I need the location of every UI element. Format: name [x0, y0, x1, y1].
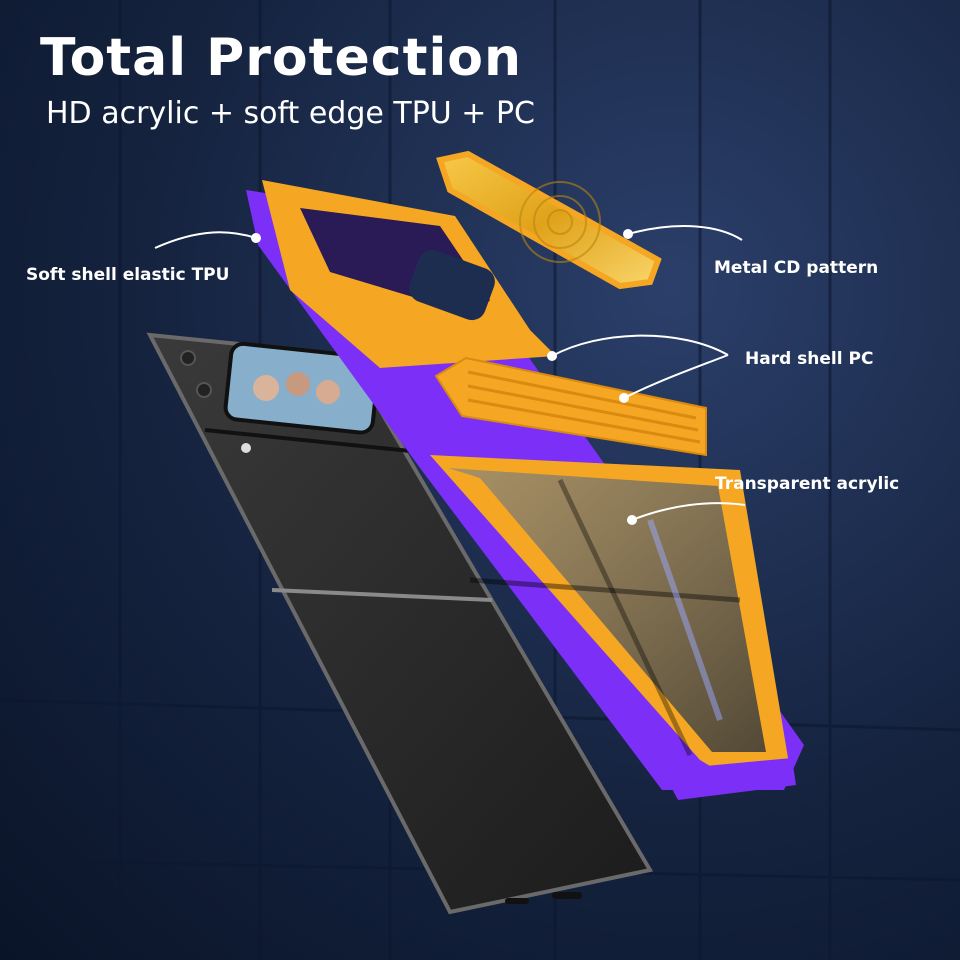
callout-lines	[154, 225, 746, 521]
callout-label-hard-shell: Hard shell PC	[745, 349, 874, 369]
flip-phone	[146, 332, 654, 915]
hinge-cover	[434, 356, 707, 457]
case-frame	[246, 180, 804, 800]
callout-label-acrylic: Transparent acrylic	[715, 474, 900, 494]
callout-dots	[251, 229, 637, 525]
headline: Total Protection	[40, 28, 523, 88]
callout-label-tpu: Soft shell elastic TPU	[26, 265, 230, 285]
subline: HD acrylic + soft edge TPU + PC	[46, 96, 536, 131]
callout-label-metal-cd: Metal CD pattern	[714, 258, 879, 278]
metal-cd-cover	[436, 150, 662, 290]
